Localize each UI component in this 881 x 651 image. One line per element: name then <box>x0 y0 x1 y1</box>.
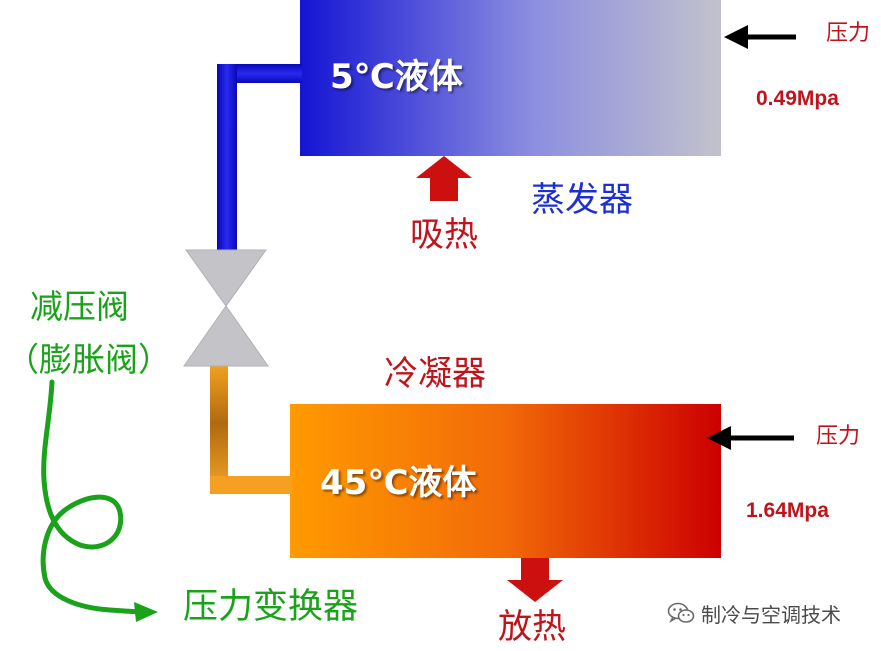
evaporator-box <box>300 0 721 156</box>
evaporator-pressure-arrow-icon <box>724 25 796 49</box>
condenser-pressure-label: 压力 <box>816 424 861 449</box>
evaporator-pressure-label: 压力 <box>826 21 871 46</box>
condenser-box <box>290 404 721 558</box>
blue-pipe-vertical <box>217 64 237 252</box>
condenser-content-label: 45℃液体 <box>320 463 477 503</box>
annotation-squiggle <box>40 379 143 615</box>
valve-alt-name-label: （膨胀阀） <box>6 340 171 379</box>
condenser-pressure-value: 1.64Mpa <box>746 499 829 522</box>
orange-pipe-vertical <box>210 366 228 494</box>
watermark-text: 制冷与空调技术 <box>701 602 841 627</box>
blue-pipe-horizontal <box>217 64 302 83</box>
expansion-valve-top <box>185 249 267 307</box>
heat-absorb-label: 吸热 <box>410 215 478 255</box>
valve-name-label: 减压阀 <box>30 287 129 326</box>
evaporator-content-label: 5℃液体 <box>330 57 463 97</box>
evaporator-name-label: 蒸发器 <box>531 180 633 220</box>
annotation-arrowhead-icon <box>134 602 158 622</box>
heat-absorb-arrow-icon <box>416 156 472 201</box>
heat-release-arrow-icon <box>507 558 563 602</box>
expansion-valve-bottom <box>183 305 269 367</box>
wechat-icon <box>667 602 695 623</box>
evaporator-pressure-value: 0.49Mpa <box>756 87 839 110</box>
orange-pipe-horizontal <box>210 476 292 494</box>
condenser-name-label: 冷凝器 <box>384 354 486 394</box>
heat-release-label: 放热 <box>498 607 566 647</box>
watermark: 制冷与空调技术 <box>667 597 841 629</box>
condenser-pressure-arrow-icon <box>707 426 794 450</box>
pressure-converter-label: 压力变换器 <box>183 587 359 627</box>
